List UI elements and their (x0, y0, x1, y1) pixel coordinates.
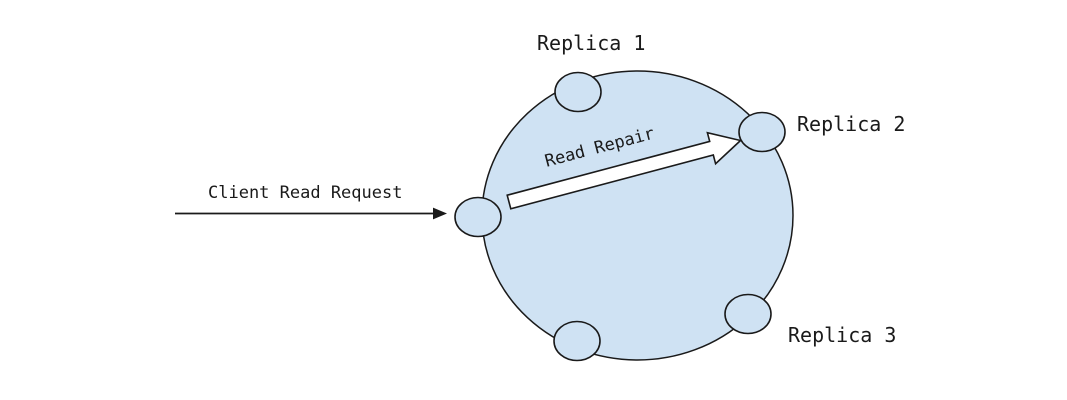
coordinator-node (454, 196, 502, 238)
replica-1-label: Replica 1 (537, 31, 645, 55)
client-arrow-head-icon (433, 207, 447, 220)
bottom-node (553, 320, 601, 362)
client-read-request-label: Client Read Request (208, 183, 402, 203)
read-repair-arrow (506, 131, 743, 210)
replica-2-label: Replica 2 (797, 112, 905, 136)
replica-3-label: Replica 3 (788, 323, 896, 347)
replica-1-node (554, 71, 602, 113)
replica-3-node (724, 293, 772, 335)
client-read-request-arrow (175, 207, 447, 220)
replica-2-node (738, 111, 786, 153)
